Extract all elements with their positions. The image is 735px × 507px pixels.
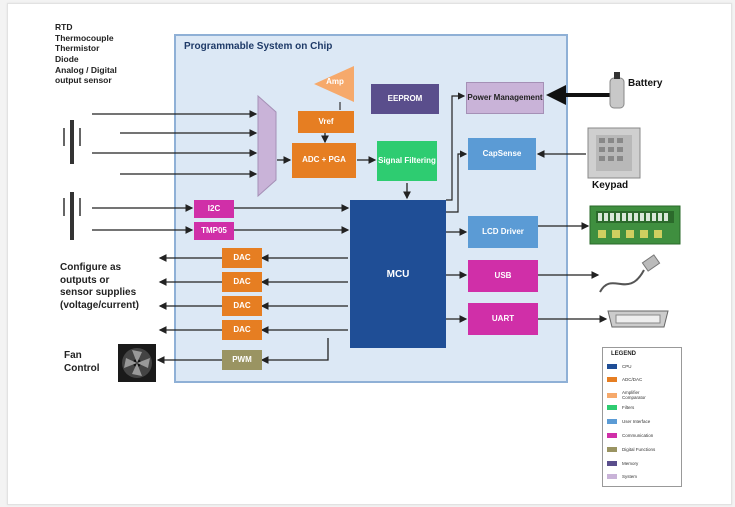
fan-label-line: Control (64, 362, 100, 374)
inputs-label-line: Analog / Digital (55, 64, 117, 75)
i2c-block: I2C (194, 200, 234, 218)
configure-label-line: sensor supplies (60, 287, 137, 298)
mcu-block: MCU (350, 200, 446, 348)
amp-block: Amp (326, 76, 344, 86)
fan-label-line: Fan (64, 350, 82, 361)
dac-block: DAC (222, 272, 262, 292)
amp-shape (314, 66, 354, 102)
mux-shape (257, 94, 277, 198)
legend-swatch (607, 405, 617, 410)
keypad-icon (587, 127, 641, 179)
uart-block: UART (468, 303, 538, 335)
legend-swatch (607, 392, 617, 398)
legend-item: User Interface (607, 419, 650, 424)
inputs-label-line: RTD (55, 22, 73, 32)
legend-item: Filters (607, 405, 634, 410)
legend-swatch (607, 377, 617, 382)
dac-block: DAC (222, 320, 262, 340)
uart-connector-icon (607, 310, 669, 328)
tmp05-block: TMP05 (194, 222, 234, 240)
legend-item: System (607, 474, 637, 479)
legend-title: LEGEND (611, 351, 637, 357)
legend-item-label: CPU (622, 364, 632, 369)
legend-item: ADC/DAC (607, 377, 642, 382)
dac-block: DAC (222, 296, 262, 316)
inputs-label-line: Thermocouple (55, 32, 114, 43)
pwm-block: PWM (222, 350, 262, 370)
legend-item-label: Communication (622, 433, 654, 438)
legend-item: Communication (607, 433, 653, 438)
legend-item-label: Memory (622, 461, 639, 466)
legend-swatch (607, 433, 617, 438)
legend-item-label: ADC/DAC (622, 377, 643, 382)
thermometer-icon (63, 192, 81, 240)
legend-item-label: System (622, 474, 638, 479)
configure-label: Configure as outputs or sensor supplies … (60, 262, 139, 312)
usb-block: USB (468, 260, 538, 292)
legend-item-label: Amplifier Comparator (622, 390, 646, 400)
fan-icon (118, 344, 156, 382)
legend-item: Amplifier Comparator (607, 390, 662, 400)
inputs-label-line: Thermistor (55, 43, 100, 54)
vref-block: Vref (298, 111, 354, 133)
legend-item-label: Filters (622, 405, 635, 410)
legend-item-label: Digital Functions (622, 447, 656, 452)
usb-cable-icon (599, 254, 661, 293)
legend-item: CPU (607, 364, 632, 369)
legend-swatch (607, 461, 617, 466)
legend-swatch (607, 447, 617, 452)
configure-label-line: Configure as (60, 262, 122, 273)
legend-item: Memory (607, 461, 638, 466)
power-management-block: Power Management (466, 82, 544, 114)
dac-block: DAC (222, 248, 262, 268)
battery-label: Battery (628, 78, 663, 89)
lcd-driver-block: LCD Driver (468, 216, 538, 248)
signal-filtering-block: Signal Filtering (377, 141, 437, 181)
legend-swatch (607, 419, 617, 424)
legend-item: Digital Functions (607, 447, 655, 452)
legend-item-label: User Interface (622, 419, 651, 424)
capsense-block: CapSense (468, 138, 536, 170)
fan-label: Fan Control (64, 350, 100, 375)
battery-icon (609, 72, 625, 109)
inputs-label-line: output sensor (55, 75, 112, 86)
chip-title: Programmable System on Chip (184, 41, 333, 52)
inputs-label: RTD Thermocouple Thermistor Diode Analog… (55, 22, 117, 86)
inputs-label-line: Diode (55, 53, 79, 64)
adc-pga-block: ADC + PGA (292, 143, 356, 178)
legend: LEGEND CPU ADC/DAC Amplifier Comparator … (602, 347, 682, 487)
configure-label-line: (voltage/current) (60, 299, 139, 311)
eeprom-block: EEPROM (371, 84, 439, 114)
thermometer-icon (63, 120, 81, 164)
keypad-label: Keypad (592, 180, 629, 191)
legend-swatch (607, 474, 617, 479)
configure-label-line: outputs or (60, 274, 110, 286)
legend-swatch (607, 364, 617, 369)
lcd-board-icon (589, 205, 681, 245)
